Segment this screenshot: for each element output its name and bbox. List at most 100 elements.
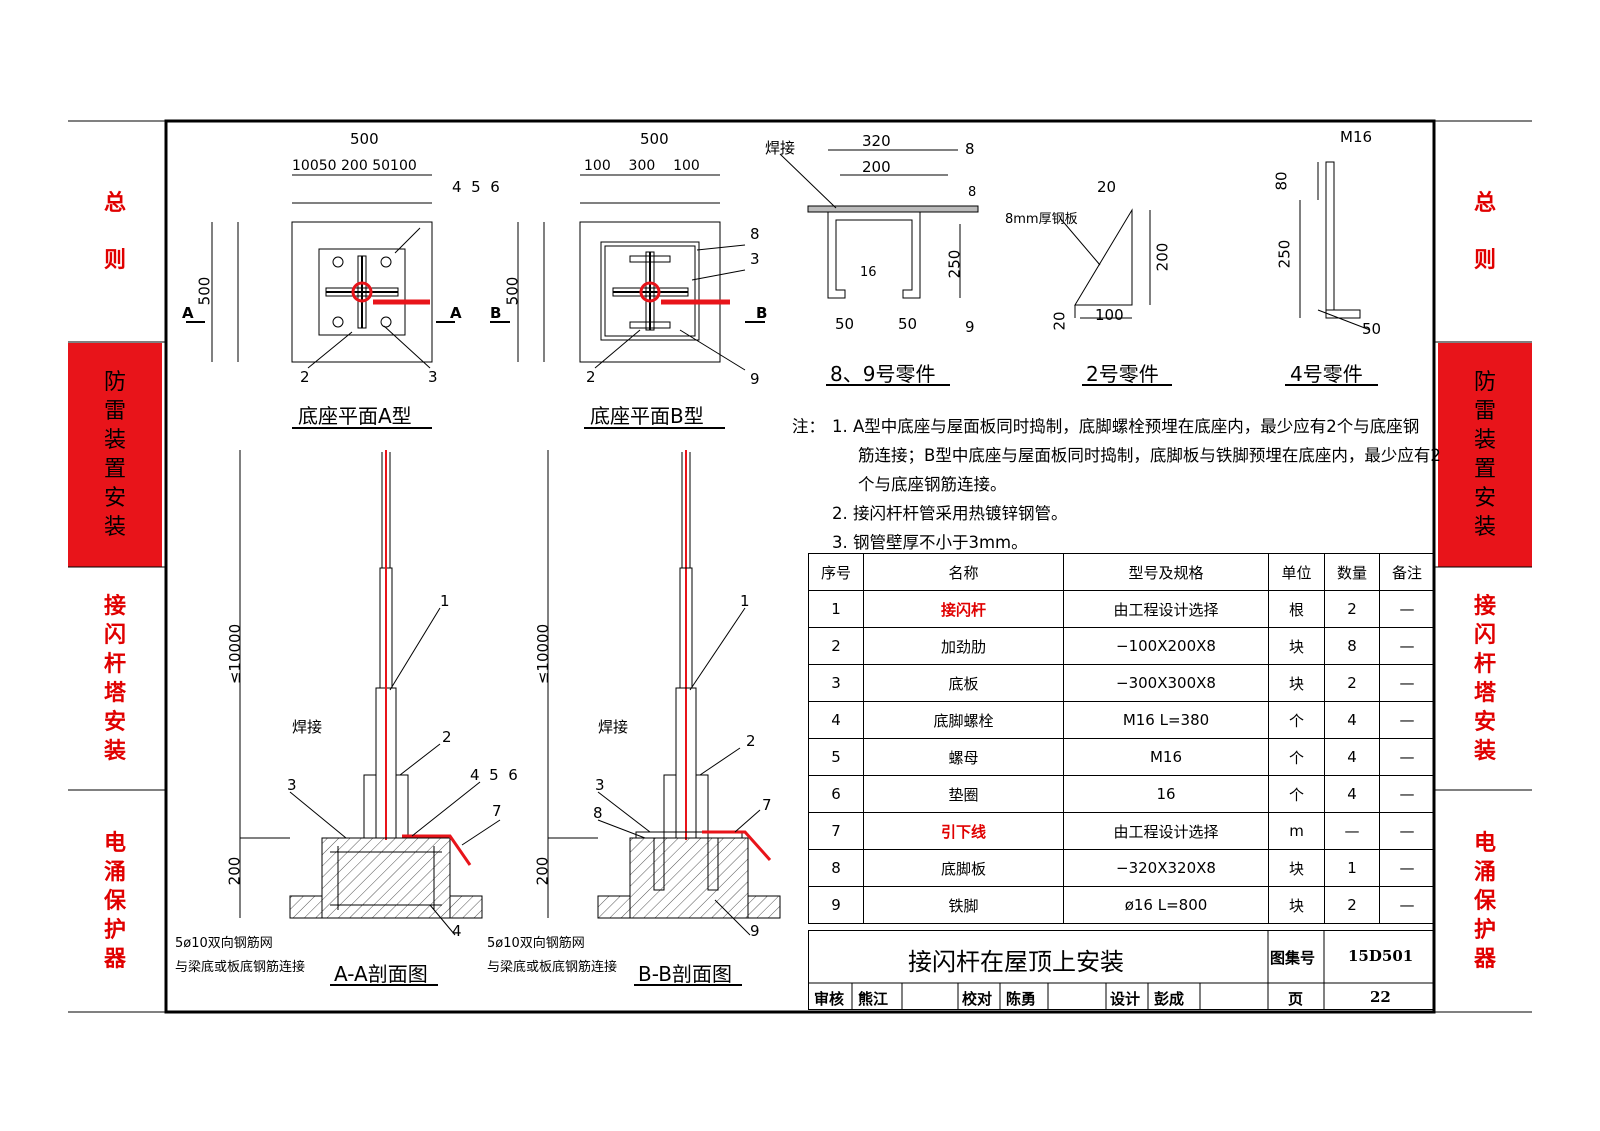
cell-spec: ø16 L=800 — [1063, 886, 1269, 924]
plan-b-dim-left: 500 — [503, 276, 522, 306]
cell-note: — — [1379, 627, 1435, 665]
section-a-callout-456: 4 5 6 — [470, 766, 518, 784]
section-b-callout-2: 2 — [746, 732, 756, 750]
part-2-plate-label: 8mm厚钢板 — [1005, 212, 1078, 227]
section-b-rebar-note-1: 5ø10双向钢筋网 — [487, 936, 585, 951]
side-tab-char: 雷 — [103, 399, 126, 424]
plan-b-view — [490, 174, 765, 371]
atlas-label: 图集号 — [1270, 949, 1316, 967]
cell-no: 6 — [808, 775, 864, 813]
part-89-dim-200: 200 — [862, 158, 891, 176]
part-2-dim-200: 200 — [1153, 242, 1172, 272]
side-tab-right-3[interactable]: 接闪杆塔安装 — [1438, 568, 1532, 790]
side-tab-right-1[interactable]: 总则 — [1438, 122, 1532, 341]
section-a-callout-4-lower: 4 — [452, 922, 462, 940]
cell-no: 2 — [808, 627, 864, 665]
cell-spec: −320X320X8 — [1063, 849, 1269, 887]
plan-a-dim-left: 500 — [195, 276, 214, 306]
plan-a-dim-sub: 10050 200 50100 — [292, 158, 417, 174]
cell-spec: 由工程设计选择 — [1063, 590, 1269, 628]
side-tab-left-1[interactable]: 总则 — [68, 122, 162, 341]
section-a-rebar-note-2: 与梁底或板底钢筋连接 — [175, 960, 306, 975]
caption-section-b: B-B剖面图 — [638, 962, 732, 986]
side-tab-char: 杆 — [1473, 652, 1496, 677]
page-label: 页 — [1288, 990, 1304, 1008]
part-4-dim-80: 80 — [1272, 171, 1291, 191]
side-tab-right-2[interactable]: 防雷装置安装 — [1438, 343, 1532, 567]
part-2-dim-20-left: 20 — [1050, 311, 1069, 331]
cell-qty: — — [1324, 812, 1380, 850]
cell-qty: 4 — [1324, 701, 1380, 739]
side-tab-right-4[interactable]: 电涌保护器 — [1438, 791, 1532, 1011]
side-tab-left-4[interactable]: 电涌保护器 — [68, 791, 162, 1011]
cell-note: — — [1379, 849, 1435, 887]
side-tab-char: 安 — [103, 710, 126, 735]
section-a-rebar-note-1: 5ø10双向钢筋网 — [175, 936, 273, 951]
cell-name: 加劲肋 — [863, 627, 1064, 665]
reviewer-name: 熊江 — [858, 990, 889, 1008]
side-tab-char: 则 — [103, 247, 126, 273]
cell-name: 底脚板 — [863, 849, 1064, 887]
part-89-dim-320: 320 — [862, 132, 891, 150]
side-tab-char: 装 — [103, 428, 126, 453]
col-header-spec: 型号及规格 — [1063, 553, 1269, 591]
plan-a-section-mark-right: A — [450, 304, 462, 322]
cell-no: 8 — [808, 849, 864, 887]
col-header-unit: 单位 — [1268, 553, 1325, 591]
plan-b-callout-9: 9 — [750, 370, 760, 388]
col-header-no: 序号 — [808, 553, 864, 591]
part-89-dim-16: 16 — [860, 265, 877, 280]
side-tab-left-2[interactable]: 防雷装置安装 — [68, 343, 162, 567]
drawing-title: 接闪杆在屋顶上安装 — [908, 948, 1124, 976]
cell-unit: m — [1268, 812, 1325, 850]
side-tab-char: 闪 — [1473, 623, 1496, 648]
section-a-weld-label: 焊接 — [292, 718, 323, 736]
side-tab-char: 护 — [103, 917, 126, 943]
caption-part-2: 2号零件 — [1086, 362, 1159, 386]
plan-b-callout-3: 3 — [750, 250, 760, 268]
section-b-rebar-note-2: 与梁底或板底钢筋连接 — [487, 960, 618, 975]
cell-unit: 个 — [1268, 738, 1325, 776]
side-tab-char: 塔 — [1473, 681, 1496, 706]
side-tab-char: 装 — [1473, 739, 1496, 764]
part-2-dim-20-top: 20 — [1097, 178, 1117, 196]
col-header-qty: 数量 — [1324, 553, 1380, 591]
cell-spec: 16 — [1063, 775, 1269, 813]
part-2-dim-100: 100 — [1095, 306, 1124, 324]
side-tab-char: 装 — [103, 739, 126, 764]
cell-unit: 块 — [1268, 664, 1325, 702]
cell-unit: 块 — [1268, 886, 1325, 924]
part-89-callout-8: 8 — [965, 140, 975, 158]
designer-name: 彭成 — [1154, 990, 1185, 1008]
cell-name: 底板 — [863, 664, 1064, 702]
section-b-callout-8: 8 — [593, 804, 603, 822]
cell-name: 铁脚 — [863, 886, 1064, 924]
cell-qty: 4 — [1324, 738, 1380, 776]
notes-line-5: 3. 钢管壁厚不小于3mm。 — [832, 533, 1028, 552]
cell-qty: 2 — [1324, 664, 1380, 702]
cell-note: — — [1379, 886, 1435, 924]
design-label: 设计 — [1110, 990, 1141, 1008]
notes-line-3: 个与底座钢筋连接。 — [858, 475, 1007, 494]
atlas-number: 15D501 — [1348, 947, 1414, 965]
col-header-name: 名称 — [863, 553, 1064, 591]
review-label: 审核 — [814, 990, 845, 1008]
section-b-callout-3: 3 — [595, 776, 605, 794]
side-tab-char: 安 — [103, 486, 126, 511]
part-89-dim-50-left: 50 — [835, 315, 855, 333]
side-tab-left-3[interactable]: 接闪杆塔安装 — [68, 568, 162, 790]
caption-part-89: 8、9号零件 — [830, 362, 936, 386]
section-a-callout-2: 2 — [442, 728, 452, 746]
plan-a-callout-2: 2 — [300, 368, 310, 386]
part-4-dim-m16: M16 — [1340, 128, 1373, 146]
section-a-view — [239, 450, 501, 936]
plan-b-dim-top: 500 — [640, 130, 669, 148]
side-tab-char: 护 — [1473, 917, 1496, 943]
